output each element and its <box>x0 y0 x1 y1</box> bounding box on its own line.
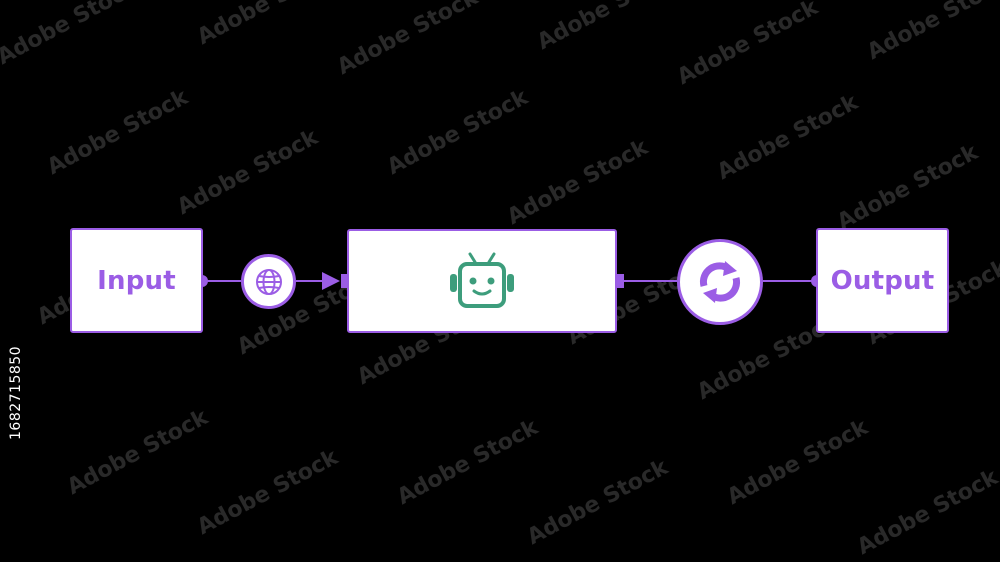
sync-node[interactable] <box>677 239 763 325</box>
arrow-head <box>322 272 340 290</box>
refresh-icon <box>699 261 741 303</box>
agent-node[interactable] <box>347 229 617 333</box>
output-node-label: Output <box>830 265 935 296</box>
input-node[interactable]: Input <box>70 228 203 333</box>
globe-icon <box>255 268 282 295</box>
stock-id: 1682715850 <box>8 345 24 440</box>
robot-icon <box>450 252 514 308</box>
input-node-label: Input <box>97 265 176 296</box>
globe-node[interactable] <box>241 254 296 309</box>
output-node[interactable]: Output <box>816 228 949 333</box>
